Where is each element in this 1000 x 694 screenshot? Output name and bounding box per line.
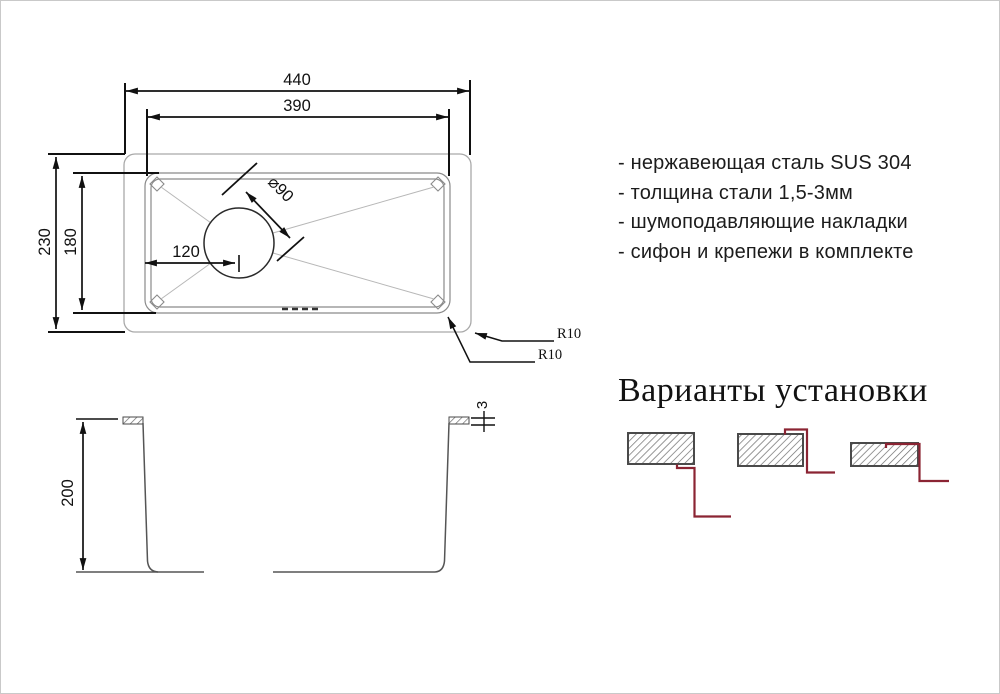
dim-drain-diameter-label: ⌀90: [264, 173, 297, 206]
dim-inner-width-label: 390: [283, 97, 311, 115]
right-rim-flange: [448, 416, 470, 425]
bowl-inner-line: [150, 178, 445, 308]
installation-options: [627, 428, 949, 518]
left-rim-flange: [122, 416, 144, 425]
sink-rim-profile: [675, 464, 731, 518]
dim-depth: 200: [59, 418, 118, 570]
extension-lines: [48, 80, 471, 333]
countertop-section: [850, 442, 919, 467]
dim-rim-thickness: 3: [471, 401, 495, 432]
sink-rim-profile: [884, 442, 949, 483]
sink-outer-edge: [123, 153, 472, 333]
dim-outer-width: 440: [126, 71, 469, 95]
bowl-profile: [76, 422, 450, 573]
dim-depth-label: 200: [59, 479, 77, 507]
dim-inner-height-label: 180: [62, 228, 80, 256]
installation-option-undermount: [627, 432, 731, 518]
dim-inner-height: 180: [62, 176, 86, 310]
feature-item: - сифон и крепежи в комплекте: [618, 240, 914, 263]
top-view: 440 390 230 180 120: [36, 71, 581, 363]
dim-outer-width-label: 440: [283, 71, 311, 89]
installation-title: Варианты установки: [618, 372, 928, 409]
installation-option-flushmount: [737, 428, 835, 474]
feature-item: - нержавеющая сталь SUS 304: [618, 152, 912, 174]
dim-drain-diameter: ⌀90: [221, 162, 305, 262]
radius-callout-outer: R10: [474, 326, 581, 342]
feature-item: - шумоподавляющие накладки: [618, 211, 908, 233]
feature-item: - толщина стали 1,5-3мм: [618, 181, 854, 204]
radius-outer-label: R10: [557, 326, 581, 342]
bowl-corner-marks: [149, 176, 446, 310]
drain-hole: [203, 207, 275, 279]
feature-list: - нержавеющая сталь SUS 304 - толщина ст…: [618, 149, 914, 267]
sink-rim-profile: [783, 428, 835, 474]
bowl-outer-line: [144, 172, 451, 314]
radius-callout-inner: R10: [447, 316, 562, 363]
dim-drain-offset-label: 120: [172, 243, 200, 261]
dim-outer-height-label: 230: [36, 228, 54, 256]
crease-lines: [160, 186, 435, 300]
radius-inner-label: R10: [538, 347, 562, 363]
dim-rim-thickness-label: 3: [474, 401, 491, 409]
dim-drain-offset: 120: [145, 243, 235, 267]
side-view: 200 3: [59, 401, 495, 573]
dim-outer-height: 230: [36, 157, 60, 329]
dim-inner-width: 390: [148, 97, 448, 121]
countertop-section: [737, 433, 804, 467]
countertop-section: [627, 432, 695, 465]
installation-option-overmount: [850, 442, 949, 483]
